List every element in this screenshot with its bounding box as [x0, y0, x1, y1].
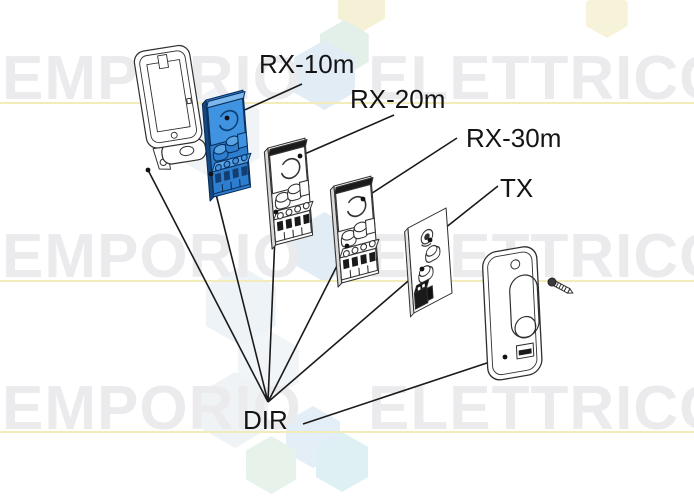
- rx10m-module-drawing: [202, 89, 254, 202]
- label-tx: TX: [500, 173, 534, 203]
- rx20m-module-drawing: [264, 137, 316, 250]
- watermark-underline: [0, 431, 694, 433]
- label-dir: DIR: [243, 405, 288, 435]
- watermark-word-elettrico: ELETTRICO: [368, 44, 694, 113]
- front-cover-drawing: [482, 246, 543, 381]
- watermark-word-elettrico: ELETTRICO: [368, 374, 694, 443]
- label-rx30m: RX-30m: [466, 123, 562, 153]
- label-rx20m: RX-20m: [350, 84, 446, 114]
- watermark-word-emporio: EMPORIO: [2, 374, 302, 443]
- leader-lines: [147, 83, 506, 425]
- rear-housing-drawing: [133, 44, 207, 170]
- tx-board-drawing: [404, 207, 453, 318]
- watermark-word-emporio: EMPORIO: [2, 222, 302, 291]
- screw-drawing: [547, 277, 574, 294]
- label-rx10m: RX-10m: [259, 49, 355, 79]
- leader-dots: [145, 115, 508, 360]
- watermark-underline: [0, 102, 694, 104]
